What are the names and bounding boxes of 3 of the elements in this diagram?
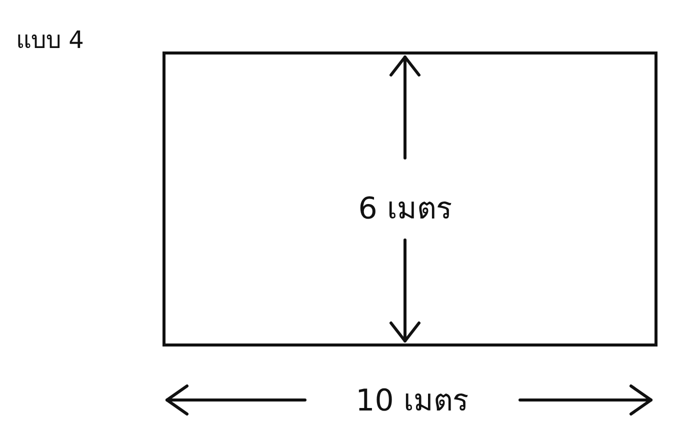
dimension-label: 10 เมตร: [356, 382, 468, 420]
title: แบบ 4: [16, 25, 84, 56]
dimension-label: 6 เมตร: [358, 190, 452, 228]
